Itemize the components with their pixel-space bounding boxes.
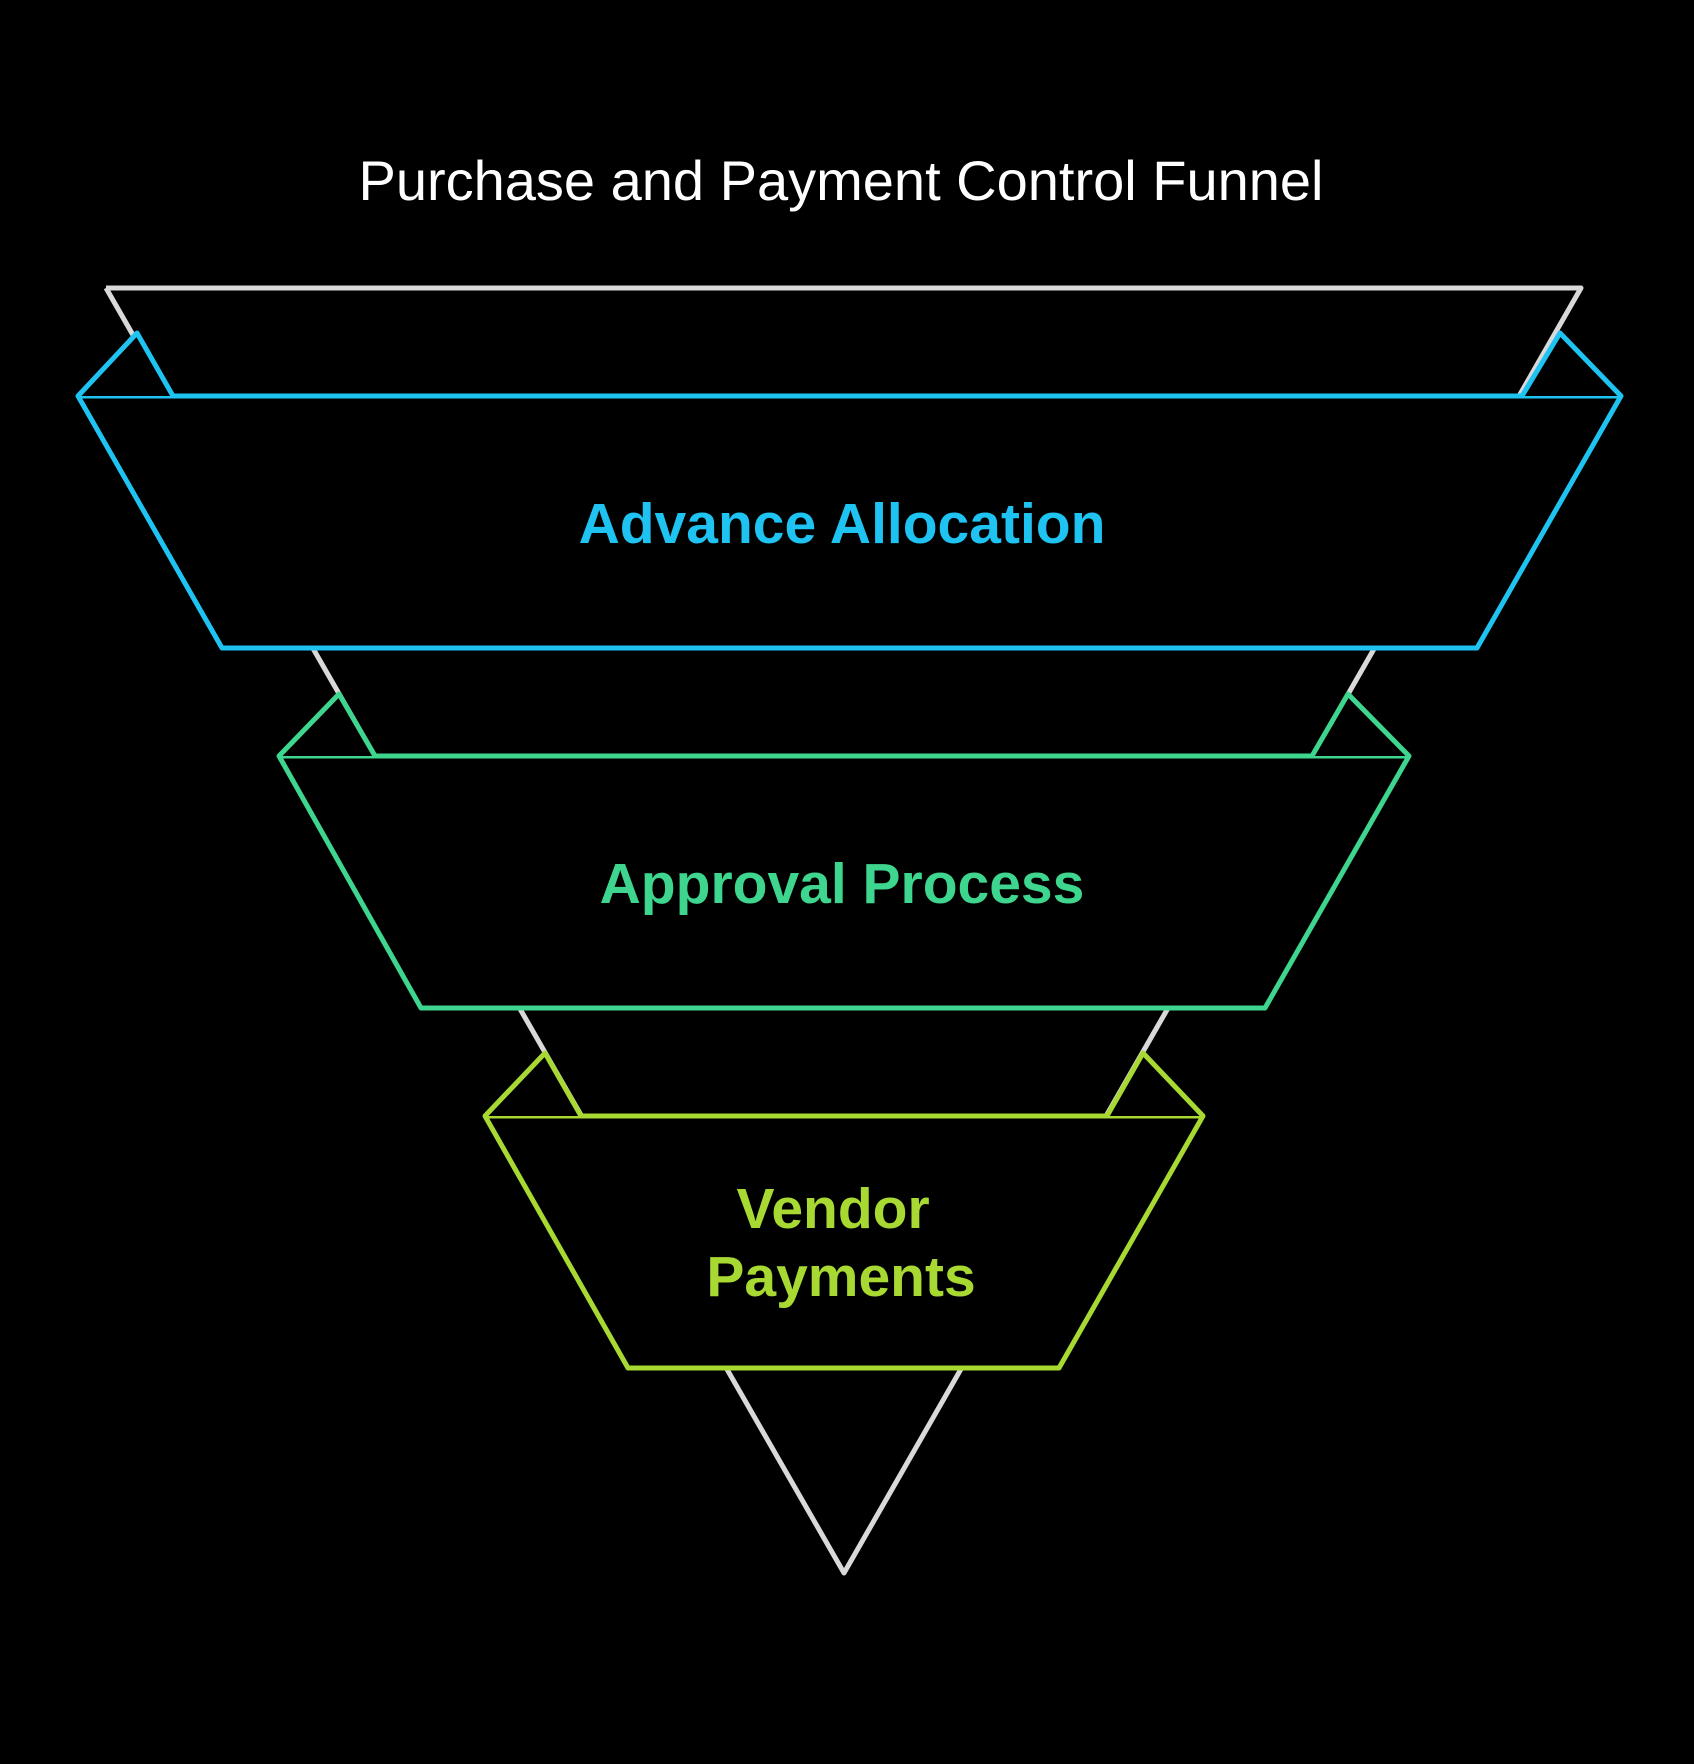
stage-band xyxy=(276,753,1412,1011)
stage-label: Approval Process xyxy=(600,852,1085,916)
stage-band xyxy=(75,393,1624,651)
stage-tab-right xyxy=(1104,1050,1205,1118)
stage-label: Vendor Payments xyxy=(706,1177,975,1309)
funnel-stage-advance-allocation: Advance Allocation xyxy=(75,330,1624,651)
stage-label: Advance Allocation xyxy=(579,492,1106,556)
stage-tab-left xyxy=(277,691,378,758)
stage-band xyxy=(482,1113,1206,1371)
funnel-stage-approval-process: Approval Process xyxy=(276,691,1412,1011)
stage-label-line: Advance Allocation xyxy=(579,492,1106,556)
stage-tab-right xyxy=(1309,691,1411,758)
stage-tab-right xyxy=(1519,330,1623,398)
stage-tab-left xyxy=(483,1050,584,1118)
stage-tab-left xyxy=(76,330,176,398)
diagram-title: Purchase and Payment Control Funnel xyxy=(359,149,1324,212)
stage-label-line: Payments xyxy=(706,1245,975,1309)
funnel-stage-vendor-payments: Vendor Payments xyxy=(482,1050,1206,1371)
stage-label-line: Vendor xyxy=(736,1177,929,1241)
stage-label-line: Approval Process xyxy=(600,852,1085,916)
